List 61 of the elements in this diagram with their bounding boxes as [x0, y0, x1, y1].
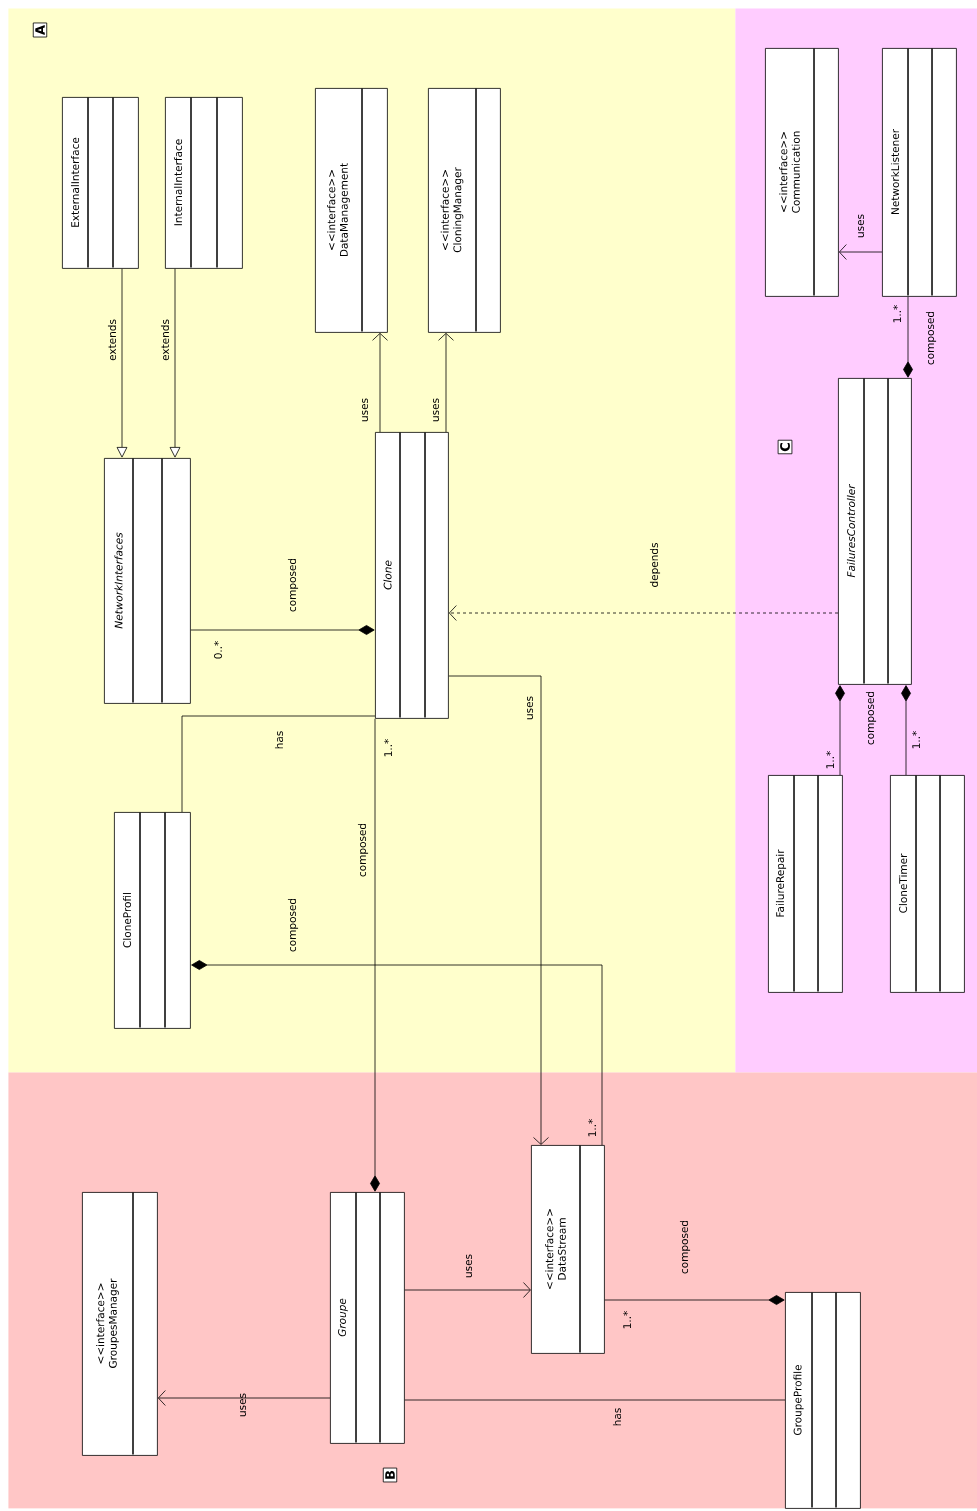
edge-label: has — [274, 731, 284, 749]
arrow — [372, 332, 388, 433]
arrow — [838, 244, 883, 260]
multiplicity-label: 1..* — [826, 751, 834, 769]
association-line — [181, 715, 376, 813]
class-box: InternalInterface — [165, 96, 243, 269]
association-line — [835, 685, 845, 776]
association-line — [901, 685, 911, 776]
class-box: CloneProfil — [114, 811, 191, 1029]
class-box: NetworkListener — [882, 47, 957, 297]
region-letter: B — [382, 1467, 398, 1483]
class-box: FailureRepair — [768, 774, 843, 993]
class-box: Clone — [375, 431, 449, 719]
edge-label: composed — [287, 558, 299, 612]
dependency-arrow — [448, 605, 839, 621]
edge-label: uses — [433, 398, 439, 422]
class-box: GroupeProfile — [785, 1291, 861, 1509]
multiplicity-label: 1..* — [384, 739, 392, 757]
class-box: <<interface>> CloningManager — [428, 87, 501, 333]
region-letter: A — [32, 22, 48, 38]
class-box: <<interface>> DataManagement — [315, 87, 388, 333]
class-box: FailuresController — [838, 377, 912, 685]
edge-label: uses — [527, 696, 533, 720]
arrow — [448, 675, 549, 1145]
edge-label: has — [612, 1408, 622, 1426]
association-line — [370, 718, 380, 1192]
edge-label: composed — [287, 898, 299, 952]
multiplicity-label: 1..* — [912, 731, 920, 749]
multiplicity-label: 1..* — [623, 1311, 631, 1329]
edge-label: depends — [649, 543, 661, 587]
association-line — [604, 1295, 785, 1305]
edge-label: extends — [107, 319, 117, 361]
edge-label: composed — [357, 823, 369, 877]
class-box: <<interface>> Communication — [765, 47, 839, 297]
region-letter: C — [777, 439, 793, 455]
arrow — [116, 268, 128, 458]
edge-label: uses — [240, 1393, 246, 1417]
arrow — [404, 1282, 531, 1298]
multiplicity-label: 0..* — [214, 641, 222, 659]
edge-label: uses — [466, 1254, 472, 1278]
edge-label: composed — [925, 311, 937, 365]
edge-label: composed — [679, 1220, 691, 1274]
arrow — [169, 268, 181, 458]
association-line — [190, 625, 375, 635]
class-box: CloneTimer — [890, 774, 965, 993]
edge-label: uses — [858, 214, 864, 238]
association-line — [191, 960, 603, 1146]
edge-label: composed — [865, 691, 877, 745]
edge-label: uses — [362, 398, 368, 422]
class-box: Groupe — [330, 1191, 405, 1444]
class-box: <<interface>> DataStream — [531, 1144, 605, 1354]
multiplicity-label: 1..* — [893, 305, 901, 323]
edge-label: extends — [160, 319, 170, 361]
arrow — [438, 332, 454, 433]
arrow — [157, 1390, 331, 1406]
class-box: NetworkInterfaces — [104, 457, 191, 704]
association-line — [404, 1399, 786, 1401]
class-box: ExternalInterface — [62, 96, 139, 269]
multiplicity-label: 1..* — [588, 1119, 596, 1137]
association-line — [903, 296, 913, 378]
class-box: <<interface>> GroupesManager — [82, 1191, 158, 1456]
